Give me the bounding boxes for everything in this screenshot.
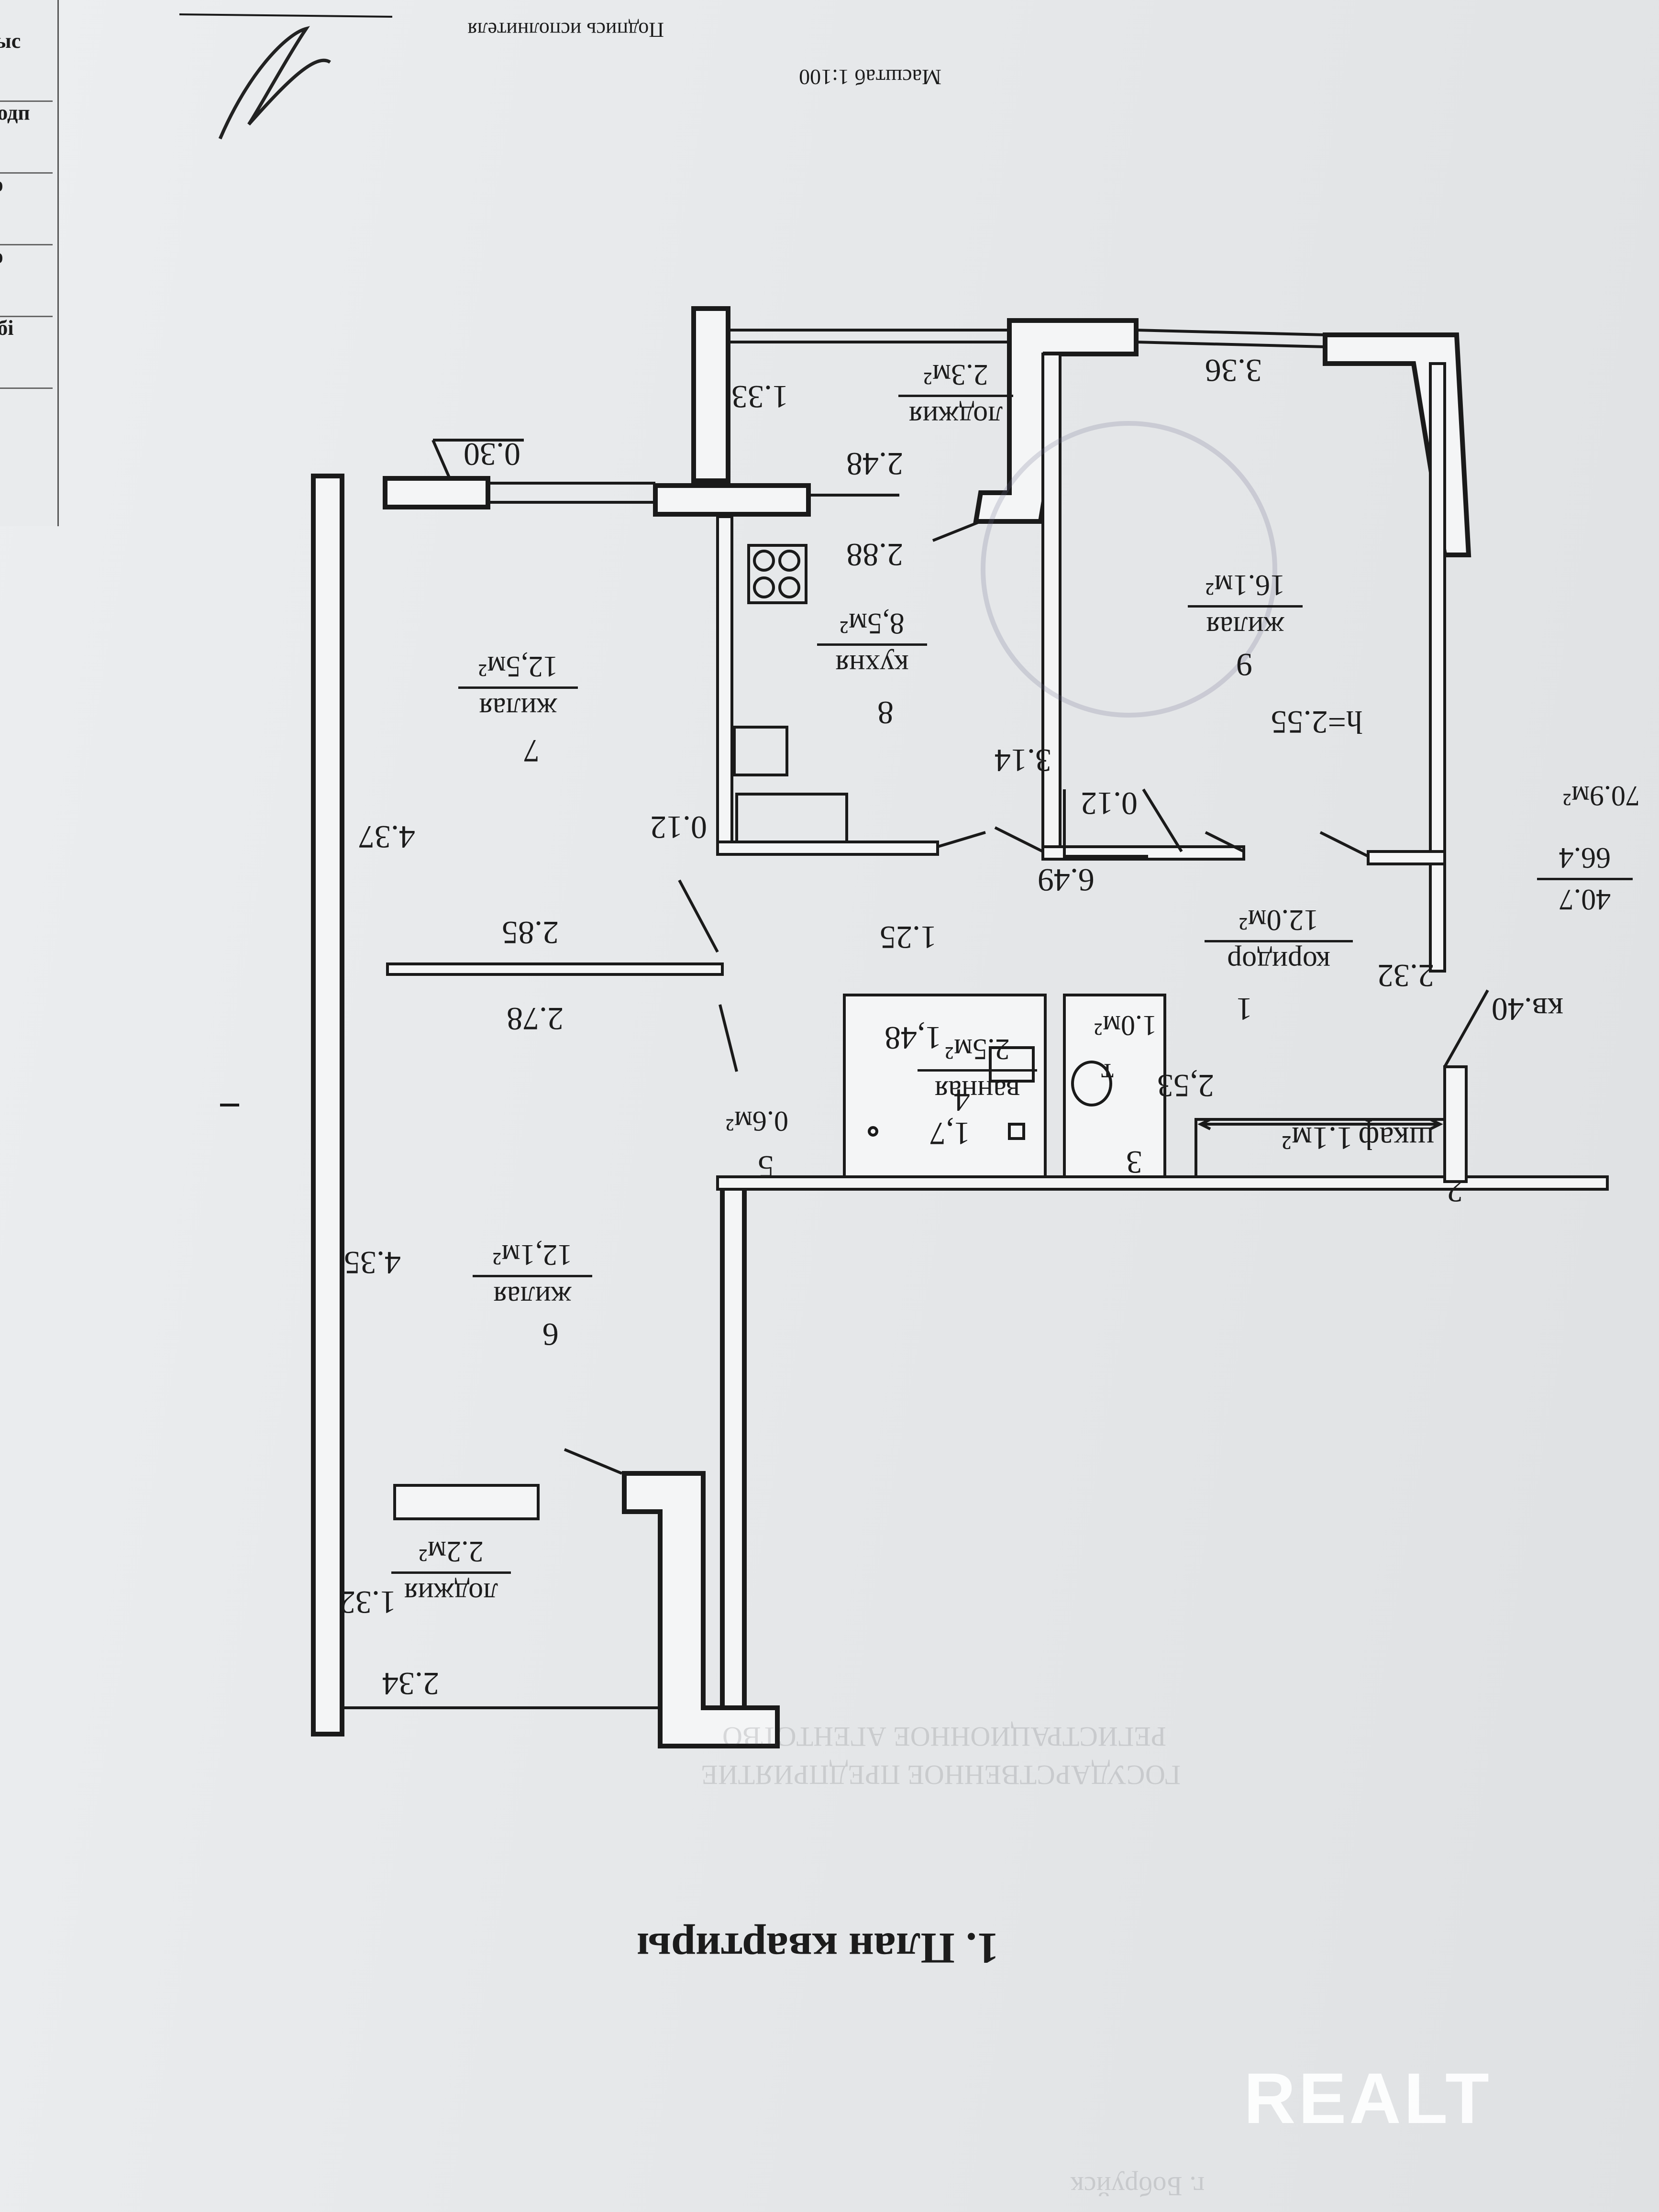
dimension-label: 3.36 <box>1205 353 1262 389</box>
dimension-label: 2.85 <box>502 915 559 951</box>
ceiling-height: h=2.55 <box>1271 704 1362 741</box>
dimension-label: 2.32 <box>1377 958 1434 994</box>
dimension-label: 4.37 <box>358 819 415 855</box>
dimension-label: 4.35 <box>344 1245 401 1281</box>
room-label-8: кухня 8,5м² <box>817 607 927 681</box>
dimension-label: 2,53 <box>1157 1068 1214 1104</box>
dimension-label: 3.14 <box>995 742 1051 779</box>
room-number: 5 <box>758 1149 774 1185</box>
area-living-total: 40.7 <box>1537 877 1633 916</box>
room-number: 7 <box>523 733 540 769</box>
room-area: 1.1м² <box>1282 1120 1353 1157</box>
room-name: кухня <box>817 643 927 681</box>
room-number: 8 <box>877 695 894 731</box>
dimension-label: 1.32 <box>339 1584 396 1621</box>
apartment-number: кв.40 <box>1491 991 1563 1028</box>
room-name: жилая <box>473 1274 592 1313</box>
plan-title: 1. План квартиры <box>636 1924 999 1973</box>
room-number: 3 <box>1126 1144 1142 1181</box>
outer-wall-left <box>311 474 344 1736</box>
room-area: 8,5м² <box>840 607 905 640</box>
room-label-7: жилая 12,5м² <box>458 650 578 724</box>
margin-cell: Подп <box>0 100 53 174</box>
signature-mark <box>218 26 331 140</box>
background-text: РЕГИСТРАЦИОННОЕ АГЕНТСТВО <box>722 1721 1166 1752</box>
realt-watermark: REALT <box>1244 2058 1492 2138</box>
margin-cell: Обі <box>0 316 53 389</box>
room-area: 1.0м² <box>1094 1010 1157 1041</box>
adjacent-page-edge: Выс Подп ло ло Обі <box>0 0 59 526</box>
background-text: г. Бобруйск <box>1070 2171 1205 2202</box>
margin-cell: ло <box>0 244 53 317</box>
loggia-top-wall-left <box>691 306 730 483</box>
dimension-label: 1.33 <box>731 379 788 415</box>
room-name: коридор <box>1205 940 1353 978</box>
dimension-label: 2.34 <box>382 1666 439 1702</box>
dimension-label: 6.49 <box>1038 862 1095 898</box>
room-area: 2.3м² <box>923 358 988 391</box>
room-area: 2.2м² <box>419 1535 484 1568</box>
area-total: 70.9м² <box>1563 780 1640 812</box>
dimension-label: 1,48 <box>885 1020 941 1056</box>
margin-cell: ло <box>0 172 53 245</box>
dimension-label: 1.25 <box>880 919 937 956</box>
background-text: ГОСУДАРСТВЕННОЕ ПРЕДПРИЯТИЕ <box>701 1759 1181 1791</box>
room-name: лоджия <box>391 1571 511 1609</box>
room-number: 6 <box>542 1316 559 1353</box>
loggia-bottom-wall <box>622 1471 780 1748</box>
dimension-label: 2.88 <box>846 537 903 573</box>
area-useful-total: 66.4 <box>1559 841 1611 874</box>
dimension-label: 0.30 <box>464 436 520 473</box>
room-number: 2 <box>1447 1173 1463 1209</box>
room-name: жилая <box>1188 605 1303 643</box>
room-name: лоджия <box>898 394 1013 432</box>
margin-cell: Выс <box>0 29 53 102</box>
dimension-label: 2.78 <box>507 1001 564 1037</box>
room-label-6: жилая 12,1м² <box>473 1239 592 1313</box>
room-label-9: жилая 16.1м² <box>1188 569 1303 643</box>
room-area: 16.1м² <box>1205 568 1285 601</box>
room-number: 9 <box>1236 647 1252 683</box>
toilet-tag: т <box>1101 1058 1114 1089</box>
room-area: 12,5м² <box>478 650 558 683</box>
dimension-label: 0.12 <box>650 809 707 846</box>
room-name: жилая <box>458 686 578 724</box>
room-label-loggia-top: лоджия 2.3м² <box>898 358 1013 432</box>
room-area: 12.0м² <box>1239 903 1319 936</box>
room-area: 12,1м² <box>492 1238 573 1271</box>
dimension-label: 0.12 <box>1081 785 1138 822</box>
room-name: шкаф <box>1358 1120 1434 1157</box>
dimension-label: 1,7 <box>929 1116 970 1152</box>
signature-label: Подпись исполнителя <box>467 18 664 42</box>
room-label-loggia-bottom: лоджия 2.2м² <box>391 1535 511 1609</box>
room7-top-wall <box>383 476 490 509</box>
room-label-1: коридор 12.0м² <box>1205 904 1353 978</box>
apartment-areas: 40.7 66.4 <box>1537 841 1633 916</box>
room-area: 0.6м² <box>726 1106 788 1137</box>
dimension-label: 2.48 <box>846 446 903 482</box>
scale-label: Масштаб 1:100 <box>799 65 941 89</box>
room-name: ванная <box>918 1069 1037 1107</box>
stamp <box>981 421 1277 718</box>
room-number: 1 <box>1236 991 1252 1028</box>
kitchen-top-wall <box>653 483 811 517</box>
